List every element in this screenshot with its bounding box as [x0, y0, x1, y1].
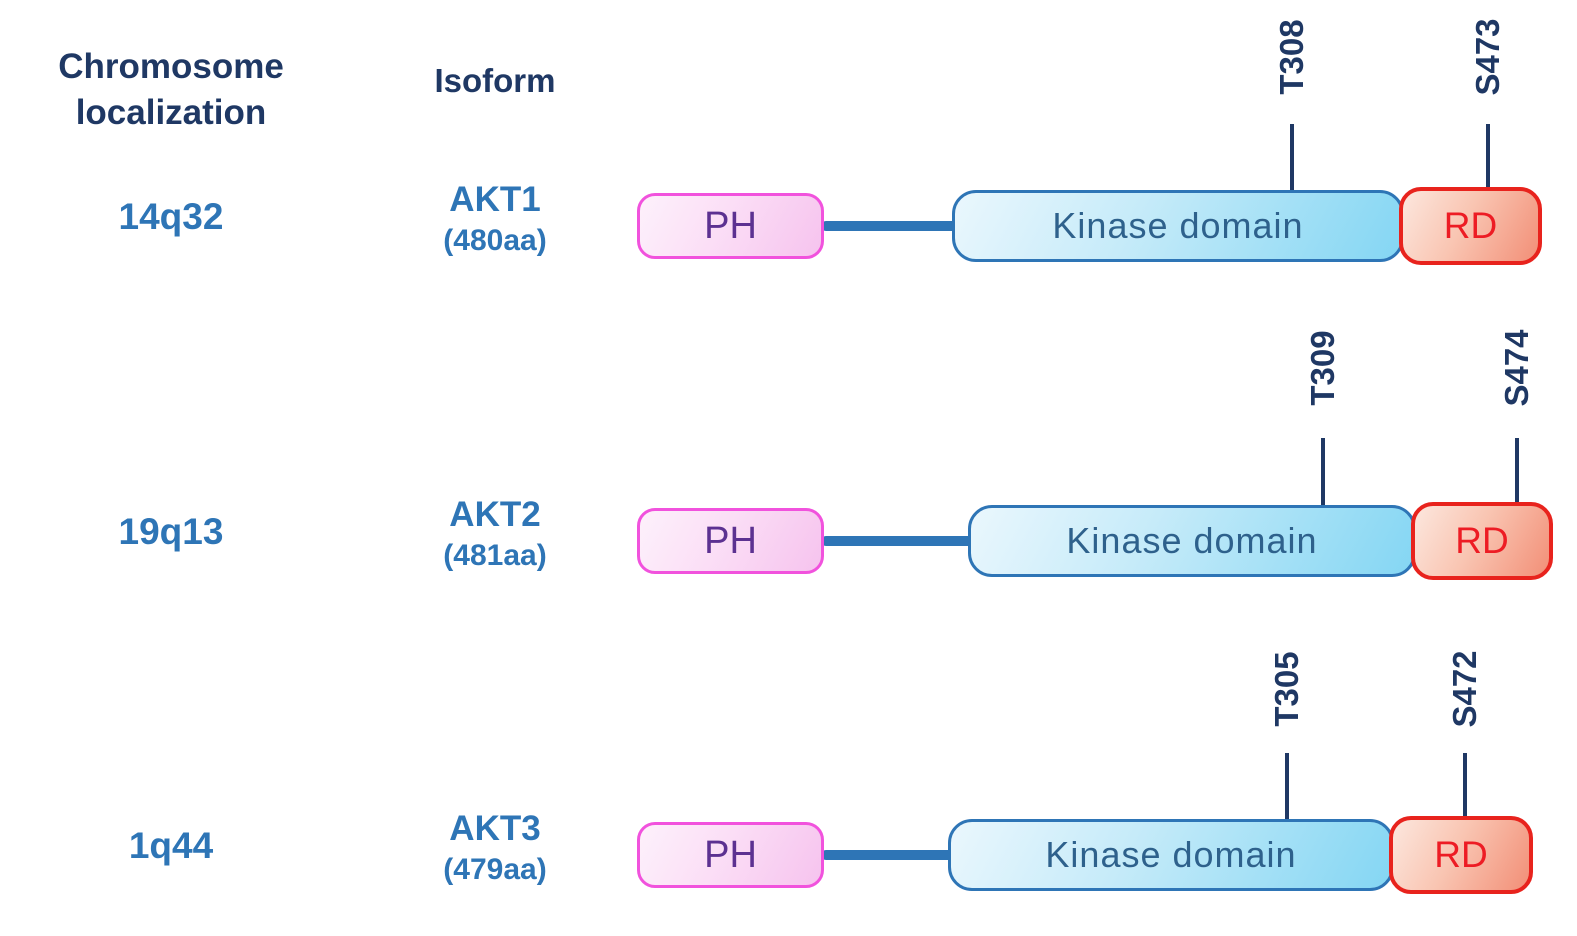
chromosome-localization-header: Chromosome localization: [58, 47, 284, 132]
ser-site-tick: [1463, 753, 1467, 822]
ser-phospho-site-label: S472: [1446, 650, 1483, 728]
thr-site-tick: [1321, 438, 1325, 508]
ser-site-tick: [1486, 124, 1490, 193]
isoform-block: AKT3 (479aa): [350, 808, 640, 890]
ph-domain-box: PH: [637, 822, 824, 888]
thr-site-tick: [1290, 124, 1294, 193]
linker-line: [822, 850, 952, 860]
thr-site-tick: [1285, 753, 1289, 822]
kinase-domain-label: Kinase domain: [1066, 520, 1318, 561]
ph-domain-label: PH: [704, 204, 757, 247]
kinase-domain-box: Kinase domain: [968, 505, 1416, 577]
chromosome-location-label: 19q13: [118, 511, 224, 552]
isoform-length: (479aa): [443, 853, 547, 886]
chromosome-location-label: 14q32: [118, 196, 224, 237]
rd-domain-box: RD: [1389, 816, 1533, 894]
rd-domain-label: RD: [1443, 205, 1498, 246]
kinase-domain-label: Kinase domain: [1045, 834, 1297, 875]
thr-phospho-site-label: T305: [1268, 651, 1305, 727]
rd-domain-box: RD: [1411, 502, 1553, 580]
isoform-block: AKT1 (480aa): [350, 179, 640, 261]
chromosome-location-label: 1q44: [128, 825, 214, 866]
kinase-domain-box: Kinase domain: [948, 819, 1394, 891]
isoform-name: AKT2: [449, 495, 541, 534]
ph-domain-box: PH: [637, 193, 824, 259]
ph-domain-label: PH: [704, 833, 757, 876]
kinase-domain-label: Kinase domain: [1052, 205, 1304, 246]
kinase-domain-box: Kinase domain: [952, 190, 1404, 262]
isoform-length: (480aa): [443, 224, 547, 257]
ph-domain-box: PH: [637, 508, 824, 574]
linker-line: [822, 536, 972, 546]
isoform-name: AKT1: [449, 180, 541, 219]
rd-domain-label: RD: [1455, 520, 1509, 561]
isoform-header: Isoform: [434, 62, 556, 99]
ser-site-tick: [1515, 438, 1519, 508]
rd-domain-box: RD: [1399, 187, 1542, 265]
isoform-name: AKT3: [449, 809, 541, 848]
isoform-block: AKT2 (481aa): [350, 494, 640, 576]
linker-line: [822, 221, 956, 231]
isoform-length: (481aa): [443, 539, 547, 572]
rd-domain-label: RD: [1434, 834, 1488, 875]
ph-domain-label: PH: [704, 519, 757, 562]
